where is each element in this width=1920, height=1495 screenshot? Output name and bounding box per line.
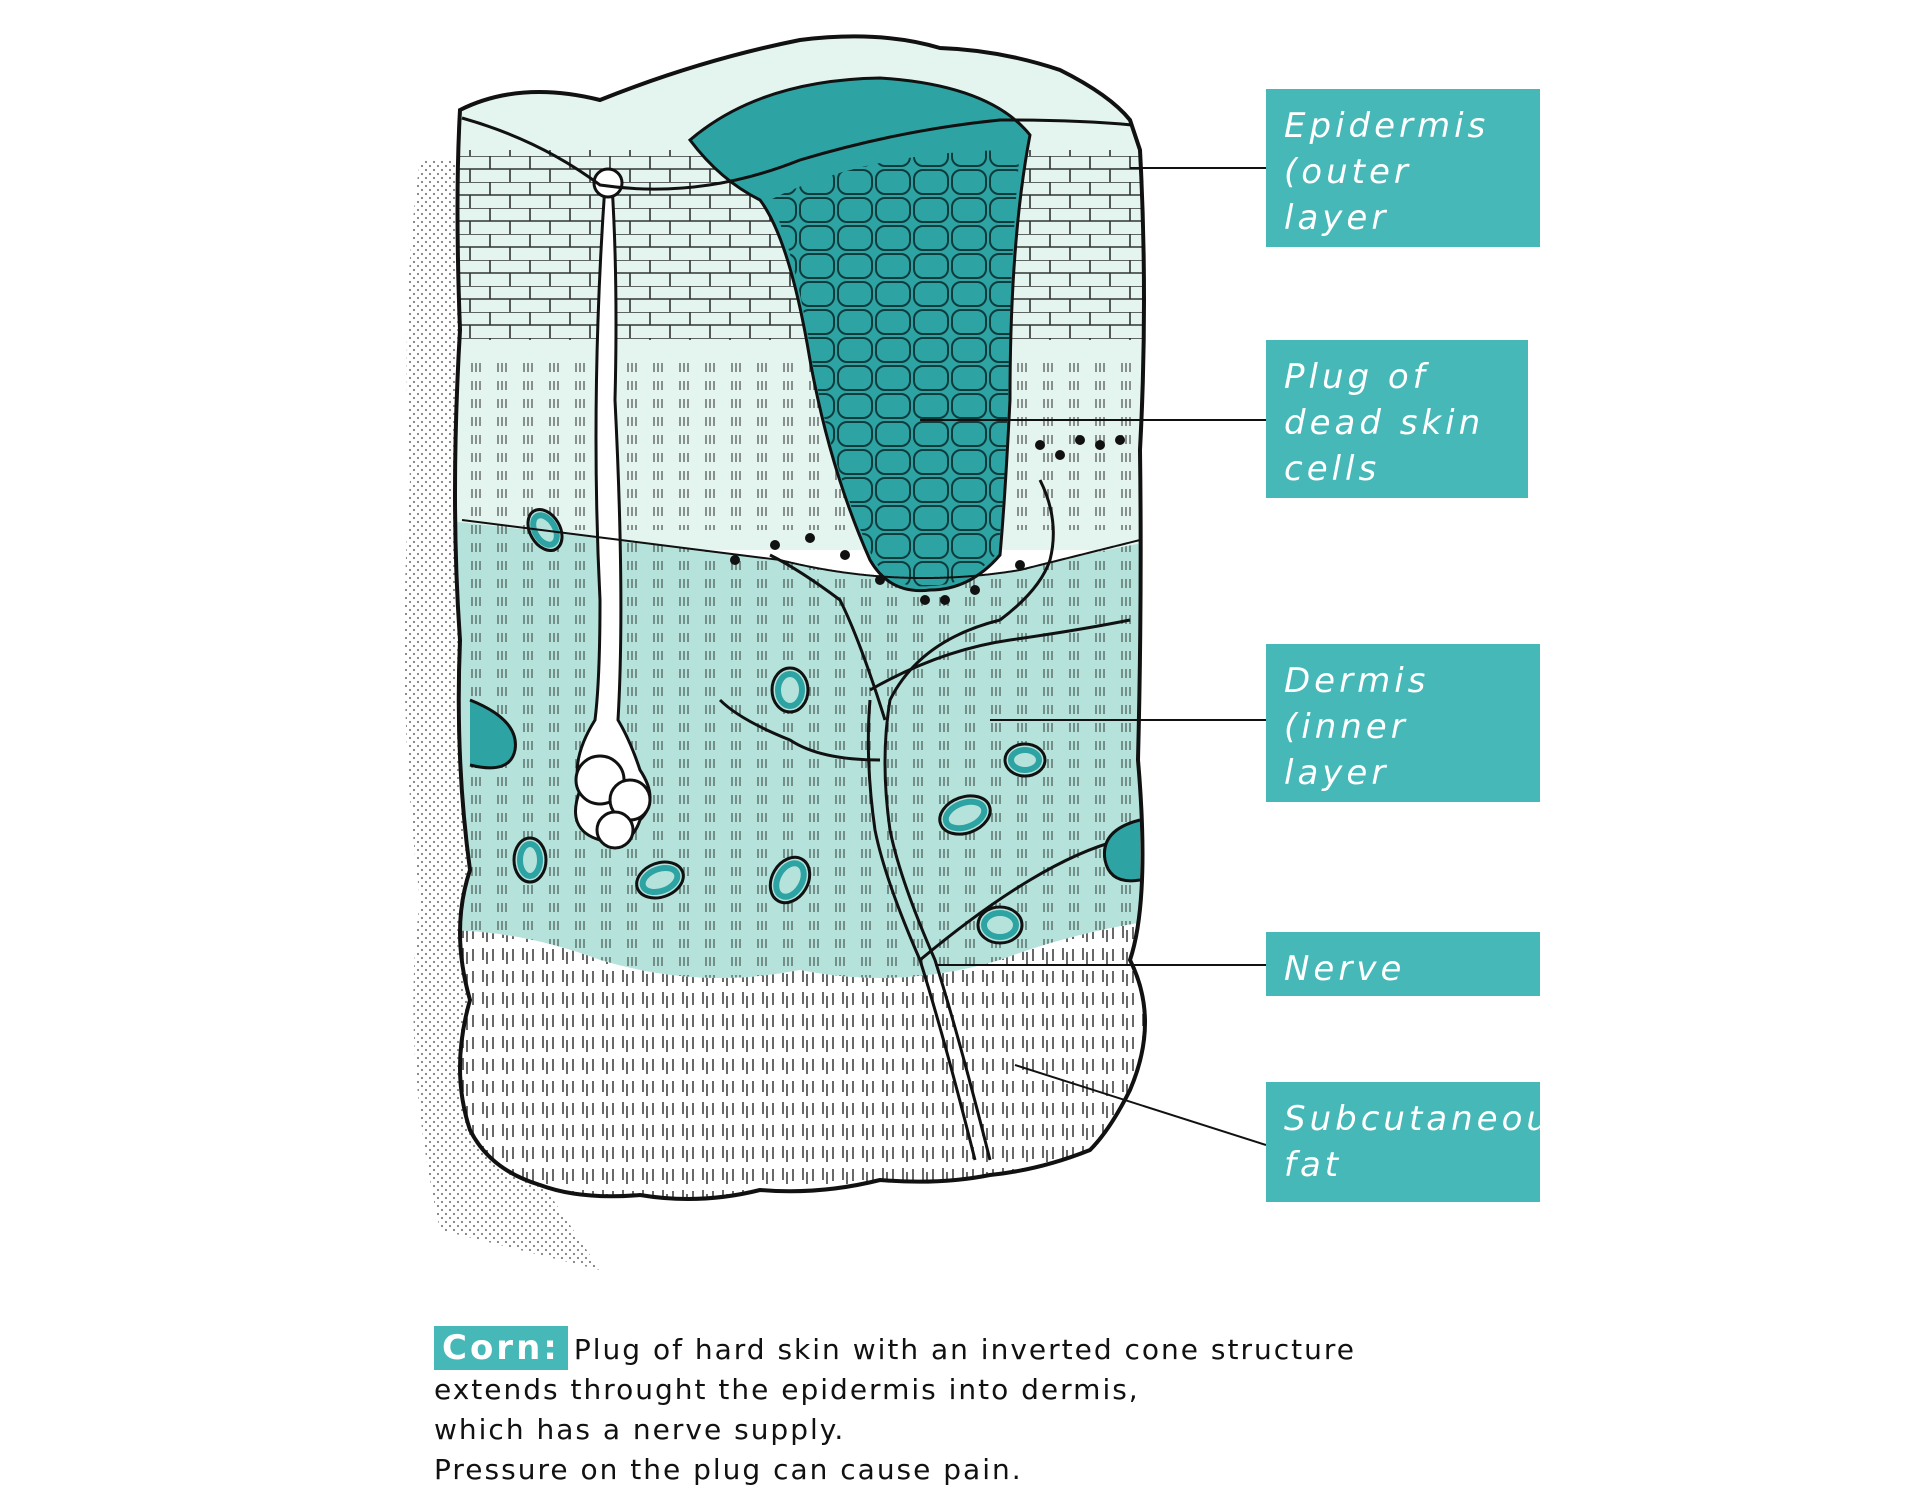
epidermis-columns bbox=[455, 360, 1145, 530]
caption-line-3: which has a nerve supply. bbox=[434, 1413, 846, 1446]
duct-opening bbox=[592, 167, 624, 199]
caption-term: Corn: bbox=[434, 1326, 568, 1370]
corn-plug-outline bbox=[687, 76, 1032, 593]
caption-line-2: extends throught the epidermis into derm… bbox=[434, 1373, 1140, 1406]
label-nerve: Nerve bbox=[1266, 932, 1540, 996]
gland-coil bbox=[595, 810, 635, 850]
blood-vessel-walls bbox=[517, 512, 1042, 940]
shadow-stipple bbox=[404, 160, 600, 1270]
corn-plug-cells bbox=[770, 150, 1020, 587]
surface-edge bbox=[461, 116, 1133, 191]
side-vessel-right bbox=[1102, 818, 1141, 883]
dermis-texture bbox=[455, 520, 1145, 978]
nerve-endings bbox=[730, 435, 1125, 605]
nerve-branches bbox=[718, 479, 1131, 1161]
caption-line-4: Pressure on the plug can cause pain. bbox=[434, 1453, 1023, 1486]
label-dermis: Dermis (inner layer of skin) bbox=[1266, 644, 1540, 839]
label-subcutaneous-fat: Subcutaneous fat bbox=[1266, 1082, 1570, 1202]
side-vessel-left bbox=[469, 698, 517, 770]
leader-lines bbox=[920, 167, 1267, 1146]
label-plug-of-dead-skin-cells: Plug of dead skin cells bbox=[1266, 340, 1528, 498]
caption: Corn:Plug of hard skin with an inverted … bbox=[434, 1326, 1354, 1490]
dermis-boundary bbox=[461, 519, 1141, 579]
caption-text-1: Plug of hard skin with an inverted cone … bbox=[573, 1333, 1356, 1366]
caption-line-1: Corn:Plug of hard skin with an inverted … bbox=[434, 1326, 1354, 1370]
label-epidermis: Epidermis (outer layer of skin) bbox=[1266, 89, 1540, 284]
